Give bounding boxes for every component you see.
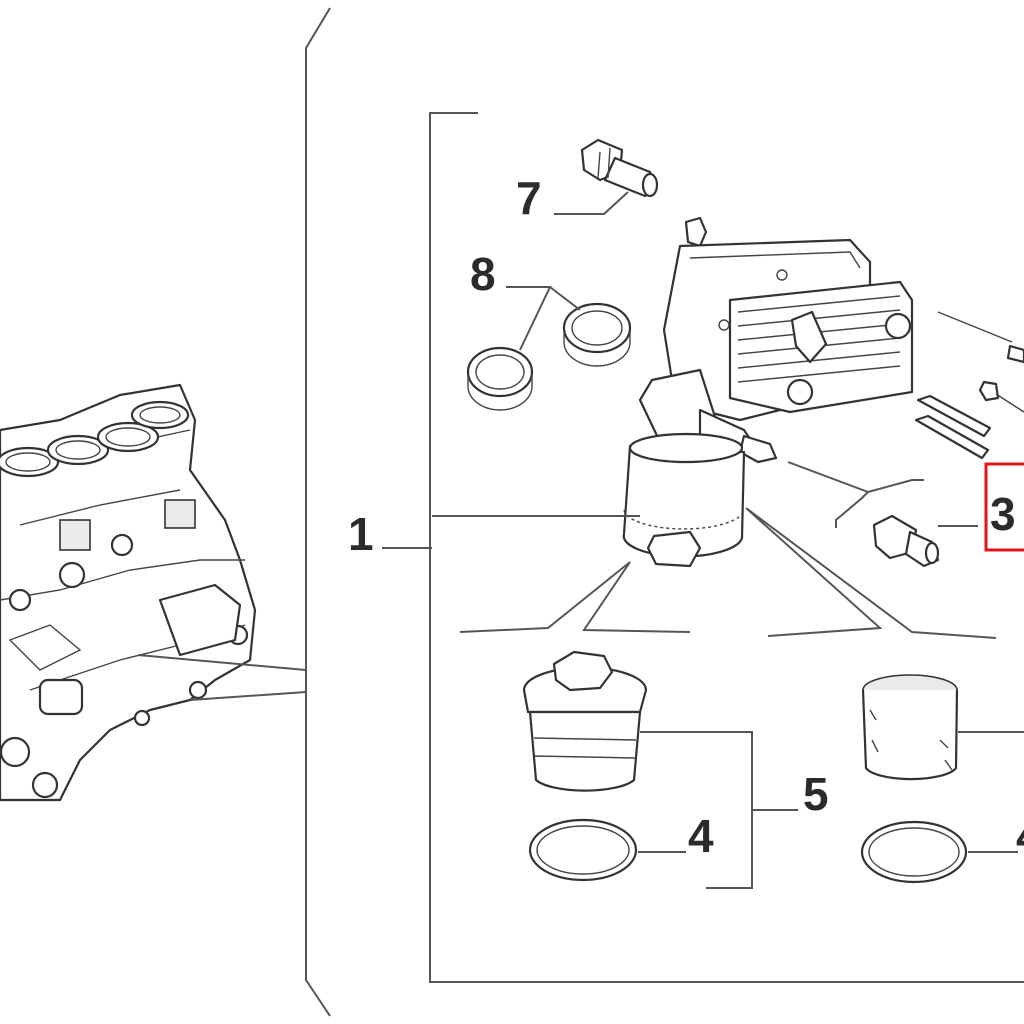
callout-1[interactable]: 1 — [348, 508, 374, 560]
seal-rings-part-8 — [466, 302, 632, 411]
callout-5[interactable]: 5 — [803, 768, 829, 820]
oil-filter-housing — [622, 216, 914, 568]
leader-lines — [382, 191, 1024, 889]
callout-8[interactable]: 8 — [470, 248, 496, 300]
bolts-and-pins — [914, 311, 1024, 460]
engine-block — [0, 383, 257, 802]
callout-3[interactable]: 3 — [990, 488, 1016, 540]
callout-7[interactable]: 7 — [516, 172, 542, 224]
group-bracket — [305, 7, 331, 1017]
filter-cartridge-assembly-right — [860, 674, 968, 884]
sensor-part-7 — [580, 138, 659, 198]
callout-4-left[interactable]: 4 — [688, 810, 714, 862]
fitting-part-3 — [872, 514, 940, 568]
filter-cap-assembly-left — [522, 650, 648, 882]
engine-leader — [137, 654, 307, 701]
callout-4-right[interactable]: 4 — [1016, 810, 1024, 862]
callout-3-highlight — [984, 462, 1024, 552]
